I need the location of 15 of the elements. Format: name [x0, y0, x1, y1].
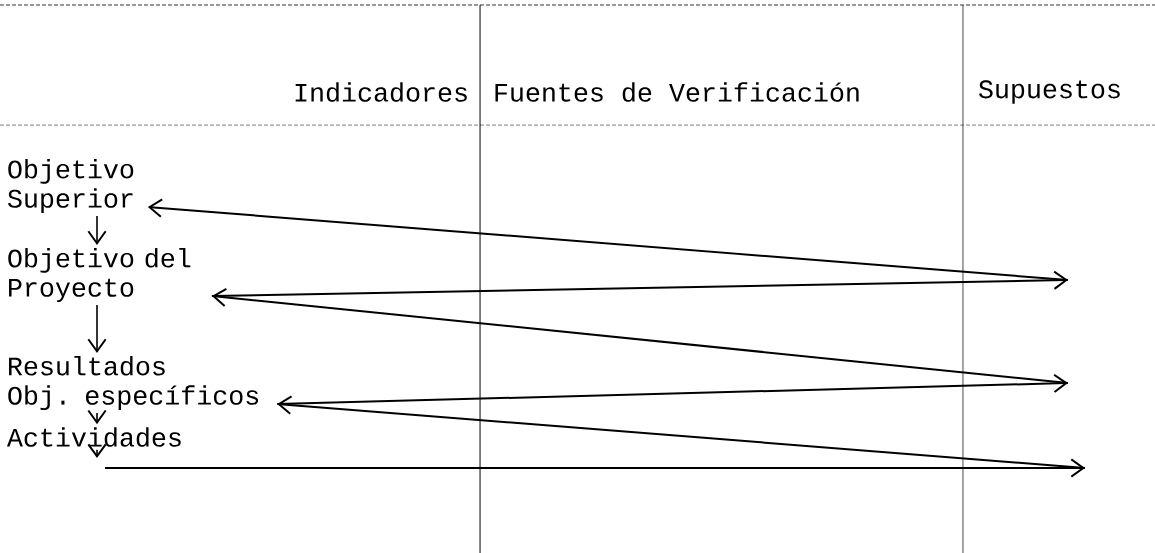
arrow [87, 443, 1085, 478]
arrow [210, 270, 1068, 298]
column-header: Supuestos [978, 80, 1120, 104]
arrow [147, 198, 1069, 281]
row-label: Resultados Obj. específicos [8, 355, 259, 411]
arrow [276, 373, 1068, 406]
column-header: Indicadores [295, 82, 467, 102]
arrow [211, 287, 1069, 384]
arrow [87, 215, 107, 245]
arrow [277, 395, 1086, 469]
row-label: Objetivo del Proyecto [8, 247, 191, 303]
arrow [87, 304, 107, 353]
column-header: Fuentes de Verificación [495, 82, 859, 102]
row-label: Objetivo Superior [7, 158, 134, 214]
row-label: Actividades [6, 427, 181, 447]
